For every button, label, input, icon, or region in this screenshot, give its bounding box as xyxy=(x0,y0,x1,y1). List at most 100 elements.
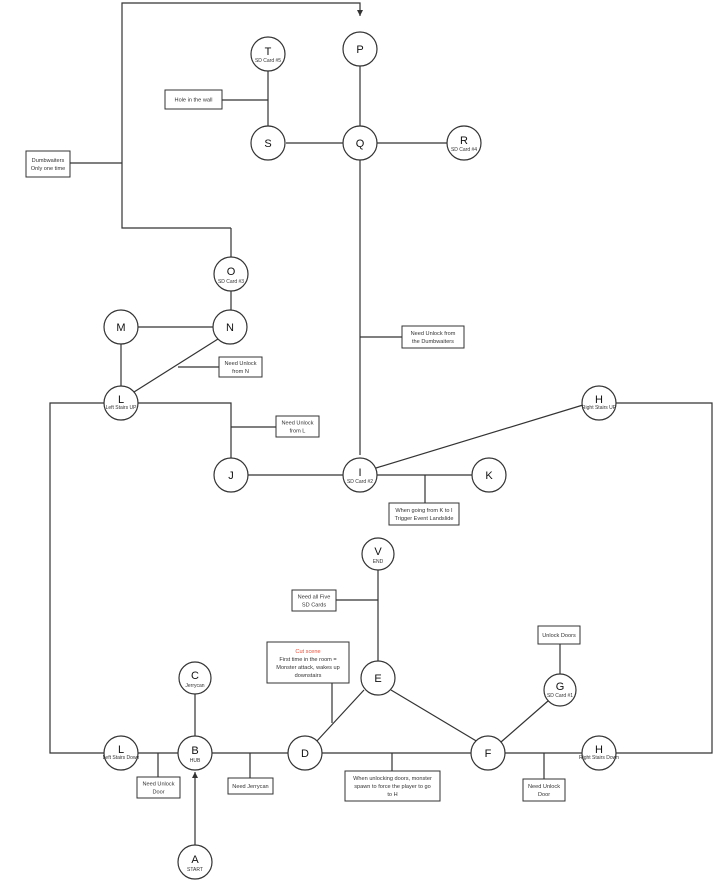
note-cut-scene-line-2: Monster attack, wakes up xyxy=(276,665,339,671)
node-a-sub: START xyxy=(187,867,203,873)
node-j: J xyxy=(213,457,249,493)
note-need-five-sd-line-1: Need all Five xyxy=(298,595,331,601)
note-need-jerrycan-line-1: Need Jerrycan xyxy=(232,784,268,790)
edges xyxy=(49,2,713,845)
edge-d-e xyxy=(315,689,365,743)
node-t-label: T xyxy=(265,46,272,58)
node-b-sub: HUB xyxy=(190,758,201,764)
edge-n-l xyxy=(133,338,219,393)
node-h-down: H Right Stairs Down xyxy=(579,735,619,771)
edge-right-stairs xyxy=(616,402,713,754)
node-s-label: S xyxy=(264,138,271,150)
note-need-unlock-door-left-line-1: Need Unlock xyxy=(142,782,174,788)
edge-e-f xyxy=(390,689,479,743)
node-t-sub: SD Card #5 xyxy=(255,58,281,64)
node-n-label: N xyxy=(226,322,234,334)
note-monster-spawn-line-3: to H xyxy=(387,792,397,798)
node-c-sub: Jerrycan xyxy=(185,683,204,689)
nodes: P T SD Card #5 S Q R SD Card #4 O SD Car… xyxy=(103,31,619,880)
note-need-unlock-l: Need Unlock from L xyxy=(275,415,320,438)
node-h-up: H Right Stairs UP xyxy=(581,385,617,421)
edge-l-j xyxy=(138,402,232,458)
node-c: C Jerrycan xyxy=(178,661,212,695)
node-i-sub: SD Card #2 xyxy=(347,479,373,485)
node-r-sub: SD Card #4 xyxy=(451,147,477,153)
note-k-to-i-landslide: When going from K to I Trigger Event Lan… xyxy=(388,502,460,526)
note-cut-scene-line-1: First time in the room = xyxy=(279,657,336,663)
node-v-sub: END xyxy=(373,559,384,565)
note-cut-scene-line-3: downstairs xyxy=(295,673,322,679)
note-need-unlock-n-line-2: from N xyxy=(232,369,249,375)
node-q: Q xyxy=(342,125,378,161)
note-need-jerrycan: Need Jerrycan xyxy=(227,777,274,795)
note-need-unlock-l-line-1: Need Unlock xyxy=(281,421,313,427)
node-m-label: M xyxy=(116,322,125,334)
node-o-label: O xyxy=(227,266,236,278)
node-q-label: Q xyxy=(356,138,365,150)
node-o-sub: SD Card #3 xyxy=(218,279,244,285)
edge-left-stairs xyxy=(49,402,104,754)
node-e-label: E xyxy=(374,673,381,685)
node-v: V END xyxy=(361,537,395,571)
node-d-label: D xyxy=(301,748,309,760)
node-d: D xyxy=(287,735,323,771)
node-f: F xyxy=(470,735,506,771)
note-dumbwaiters-line-1: Dumbwaiters xyxy=(32,158,65,164)
node-o: O SD Card #3 xyxy=(213,256,249,292)
note-need-unlock-l-line-2: from L xyxy=(290,429,306,435)
note-monster-spawn-line-1: When unlocking doors, monster xyxy=(353,776,432,782)
note-monster-spawn: When unlocking doors, monster spawn to f… xyxy=(344,770,441,802)
node-k: K xyxy=(471,457,507,493)
node-l-up-sub: Left Stairs UP xyxy=(106,405,138,411)
node-t: T SD Card #5 xyxy=(250,36,286,72)
note-k-to-i-line-2: Trigger Event Landslide xyxy=(395,516,454,522)
node-c-label: C xyxy=(191,670,199,682)
node-r-label: R xyxy=(460,135,468,147)
node-l-down-sub: Left Stairs Down xyxy=(103,755,140,761)
note-need-five-sd-cards: Need all Five SD Cards xyxy=(291,589,337,612)
note-need-unlock-dumbwaiters-line-2: the Dumbwaiters xyxy=(412,339,454,345)
note-dumbwaiters: Dumbwaiters Only one time xyxy=(25,150,71,178)
note-hole-in-wall: Hole in the wall xyxy=(164,89,223,110)
node-j-label: J xyxy=(228,470,234,482)
node-i-label: I xyxy=(358,467,361,479)
note-need-unlock-dumbwaiters: Need Unlock from the Dumbwaiters xyxy=(401,325,465,349)
edge-i-h-up xyxy=(375,404,584,469)
note-cut-scene: Cut scene First time in the room = Monst… xyxy=(266,641,350,684)
node-l-up: L Left Stairs UP xyxy=(103,385,139,421)
node-m: M xyxy=(103,309,139,345)
note-need-unlock-door-right-line-2: Door xyxy=(538,792,550,798)
node-s: S xyxy=(250,125,286,161)
node-h-up-label: H xyxy=(595,394,603,406)
note-dumbwaiters-line-2: Only one time xyxy=(31,166,66,172)
note-need-unlock-door-left-line-2: Door xyxy=(152,790,164,796)
node-l-down-label: L xyxy=(118,744,124,756)
node-a: A START xyxy=(177,844,213,880)
node-b: B HUB xyxy=(177,735,213,771)
note-need-unlock-door-right: Need Unlock Door xyxy=(522,778,566,802)
note-k-to-i-line-1: When going from K to I xyxy=(395,508,453,514)
node-g-sub: SD Card #1 xyxy=(547,693,573,699)
note-unlock-doors: Unlock Doors xyxy=(537,625,581,645)
notes: Dumbwaiters Only one time Hole in the wa… xyxy=(25,89,581,802)
node-p: P xyxy=(342,31,378,67)
node-h-up-sub: Right Stairs UP xyxy=(582,405,617,411)
note-need-unlock-door-left: Need Unlock Door xyxy=(136,776,181,799)
node-r: R SD Card #4 xyxy=(446,125,482,161)
edge-f-g xyxy=(500,700,549,743)
note-need-unlock-dumbwaiters-line-1: Need Unlock from xyxy=(411,331,456,337)
node-l-down: L Left Stairs Down xyxy=(103,735,140,771)
node-a-label: A xyxy=(191,854,199,866)
note-cut-scene-title: Cut scene xyxy=(295,649,320,655)
note-need-unlock-door-right-line-1: Need Unlock xyxy=(528,784,560,790)
edge-dumbwaiter-loop xyxy=(121,2,363,229)
node-g-label: G xyxy=(556,681,565,693)
node-v-label: V xyxy=(374,546,382,558)
node-g: G SD Card #1 xyxy=(543,673,577,707)
node-b-label: B xyxy=(191,745,198,757)
note-monster-spawn-line-2: spawn to force the player to go xyxy=(354,784,431,790)
note-unlock-doors-line-1: Unlock Doors xyxy=(542,633,576,639)
node-l-up-label: L xyxy=(118,394,124,406)
note-hole-in-wall-line-1: Hole in the wall xyxy=(175,98,213,104)
